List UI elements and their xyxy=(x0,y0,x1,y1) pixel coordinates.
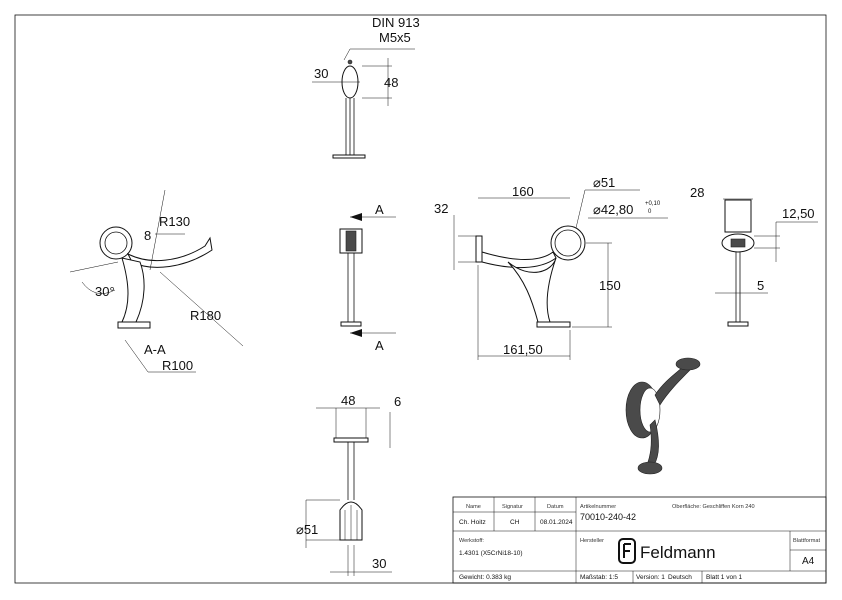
tb-blatt: Blatt 1 von 1 xyxy=(706,574,743,581)
dim-32: 32 xyxy=(434,201,448,216)
bottom-view: 48 6 ⌀51 30 xyxy=(296,393,401,576)
feldmann-logo-icon xyxy=(618,538,636,564)
dim-30-bottom: 30 xyxy=(372,556,386,571)
dim-48-top: 48 xyxy=(384,75,398,90)
wall-plate xyxy=(475,235,483,263)
tb-massstab: Maßstab: 1:5 xyxy=(580,574,618,581)
ring-side xyxy=(724,199,752,233)
front-view: 160 32 ⌀51 ⌀42,80 +0,10 0 150 161,50 xyxy=(434,175,668,360)
dim-28: 28 xyxy=(690,185,704,200)
isometric-view xyxy=(625,357,701,475)
marker-a-top: A xyxy=(375,202,384,217)
base-plate xyxy=(117,321,151,329)
section-view: R130 8 30° R180 A-A R100 xyxy=(69,189,244,373)
label-r130: R130 xyxy=(159,214,190,229)
marker-a-bottom: A xyxy=(375,338,384,353)
label-8: 8 xyxy=(144,228,151,243)
label-30-deg: 30° xyxy=(95,284,115,299)
tb-version: Version: 1 xyxy=(636,574,665,581)
dim-150: 150 xyxy=(599,278,621,293)
tb-logo-text: Feldmann xyxy=(640,543,716,562)
tb-signatur-head: Signatur xyxy=(502,504,523,510)
side-view: A A xyxy=(339,202,396,353)
dim-6: 6 xyxy=(394,394,401,409)
tol-upper: +0,10 xyxy=(645,201,661,207)
dim-160: 160 xyxy=(512,184,534,199)
ring-inner xyxy=(104,231,128,255)
tb-werkstoff: 1.4301 (X5CrNi18-10) xyxy=(459,550,523,557)
tb-signatur: CH xyxy=(510,519,520,526)
tol-lower: 0 xyxy=(648,209,652,215)
dim-161-50: 161,50 xyxy=(503,342,543,357)
dim-5: 5 xyxy=(757,278,764,293)
dim-12-50: 12,50 xyxy=(782,206,815,221)
tb-gewicht: Gewicht: 0.383 kg xyxy=(459,574,511,581)
tb-oberflaeche: Oberfläche: Geschliffen Korn 240 xyxy=(672,504,755,510)
dim-30-top: 30 xyxy=(314,66,328,81)
tb-artikel-head: Artikelnummer xyxy=(580,504,616,510)
dia-51-bottom: ⌀51 xyxy=(296,522,318,537)
ring-front-inner xyxy=(554,229,582,257)
label-a-a: A-A xyxy=(144,342,166,357)
sheet-border xyxy=(14,14,827,584)
label-r100: R100 xyxy=(162,358,193,373)
thread-label-size: M5x5 xyxy=(379,30,411,45)
dia-42-80: ⌀42,80 xyxy=(593,202,633,217)
dia-51-front: ⌀51 xyxy=(593,175,615,190)
label-r180: R180 xyxy=(190,308,221,323)
tb-blattformat: A4 xyxy=(802,556,815,567)
title-block: Name Signatur Datum Ch. Hoitz CH 08.01.2… xyxy=(452,496,827,584)
tb-name: Ch. Hoitz xyxy=(459,519,486,526)
tb-datum-head: Datum xyxy=(547,504,564,510)
ring-front-outer xyxy=(550,225,586,261)
top-view: DIN 913 M5x5 30 48 xyxy=(312,15,420,159)
thread-label-din: DIN 913 xyxy=(372,15,420,30)
tb-hersteller-head: Hersteller xyxy=(580,538,604,544)
tb-datum: 08.01.2024 xyxy=(540,519,573,526)
tb-sprache: Deutsch xyxy=(668,574,692,581)
tb-artikel: 70010-240-42 xyxy=(580,512,636,522)
tb-werkstoff-head: Werkstoff: xyxy=(459,538,484,544)
tb-blattformat-head: Blattformat xyxy=(793,538,820,544)
tb-name-head: Name xyxy=(466,504,481,510)
dim-48-bottom: 48 xyxy=(341,393,355,408)
right-view: 28 12,50 5 xyxy=(690,185,818,327)
